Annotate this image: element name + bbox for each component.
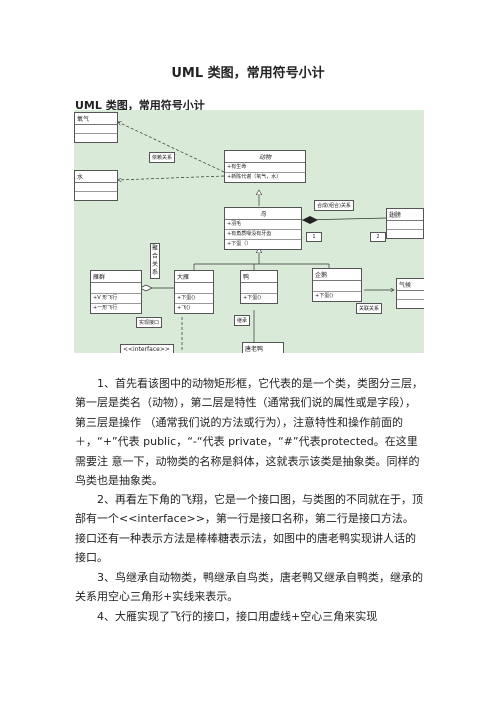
class-water: 水 (74, 170, 118, 201)
class-method: +下蛋() (175, 294, 213, 304)
class-bird: 鸟 +羽毛 +有角质喙没有牙齿 +下蛋（） (224, 207, 302, 250)
class-name: 翅膀 (387, 209, 423, 221)
note-dependency: 依赖关系 (149, 152, 176, 163)
class-attr: +羽毛 (225, 220, 301, 230)
section-heading: UML 类图，常用符号小计 (75, 99, 205, 112)
class-name: 鸭 (241, 271, 277, 283)
class-name: 企鹅 (313, 269, 361, 281)
interface-fly: <<interface>> (120, 344, 174, 353)
note-realize: 实现接口 (136, 317, 163, 328)
class-goose: 大雁 +下蛋() +飞() (174, 270, 214, 314)
class-attr: +有角质喙没有牙齿 (225, 230, 301, 240)
paragraph-4: 4、大雁实现了飞行的接口，接口用虚线+空心三角来实现 (97, 610, 378, 623)
class-penguin: 企鹅 +下蛋() (312, 268, 362, 302)
uml-diagram: 氧气 水 依赖关系 动物 +有生命 +新陈代谢（氧气，水） 合成(组合)关系 鸟… (74, 110, 424, 353)
note-association: 关联关系 (356, 303, 383, 314)
note-aggregation: 聚 合 关 系 (150, 243, 160, 279)
class-name: 水 (75, 171, 117, 183)
page-title: UML 类图，常用符号小计 (171, 66, 325, 81)
multiplicity-2: 2 (370, 232, 386, 242)
class-name: 鸟 (225, 208, 301, 220)
interface-stereotype: <<interface>> (123, 346, 170, 353)
class-name: 唐老鸭 (245, 346, 264, 353)
class-climate: 气候 (396, 278, 424, 309)
class-name: 动物 (225, 151, 305, 163)
class-method: +一形飞行 (93, 305, 118, 311)
paragraph-1: 1、首先看该图中的动物矩形框，它代表的是一个类，类图分三层，第一层是类名（动物）… (75, 377, 423, 488)
class-flock: 雁群 +V 形飞行 +一形飞行 (90, 270, 142, 314)
note-inherit: 继承 (234, 315, 251, 326)
class-attr: +有生命 (225, 163, 305, 173)
class-method: +下蛋() (315, 293, 334, 299)
class-oxygen: 氧气 (74, 112, 118, 143)
paragraph-2: 2、再看左下角的飞翔，它是一个接口图，与类图的不同就在于，顶部有一个<<inte… (75, 493, 423, 565)
class-duck: 鸭 +下蛋() (240, 270, 278, 304)
class-tang-duck: 唐老鸭 (242, 342, 284, 353)
note-composition: 合成(组合)关系 (314, 200, 354, 211)
class-name: 气候 (397, 279, 424, 291)
multiplicity-1: 1 (306, 232, 322, 242)
paragraph-3: 3、鸟继承自动物类，鸭继承自鸟类，唐老鸭又继承自鸭类，继承的关系用空心三角形+实… (75, 571, 423, 604)
class-method: +下蛋（） (227, 241, 252, 247)
class-method: +飞() (177, 305, 191, 311)
class-name: 氧气 (75, 113, 117, 125)
diagram-connectors (74, 110, 424, 350)
class-method: +V 形飞行 (91, 294, 141, 304)
class-name: 大雁 (175, 271, 213, 283)
class-method: +下蛋() (243, 295, 262, 301)
class-method: +新陈代谢（氧气，水） (227, 174, 282, 180)
class-animal: 动物 +有生命 +新陈代谢（氧气，水） (224, 150, 306, 183)
class-name: 雁群 (91, 271, 141, 283)
class-wing: 翅膀 (386, 208, 424, 239)
